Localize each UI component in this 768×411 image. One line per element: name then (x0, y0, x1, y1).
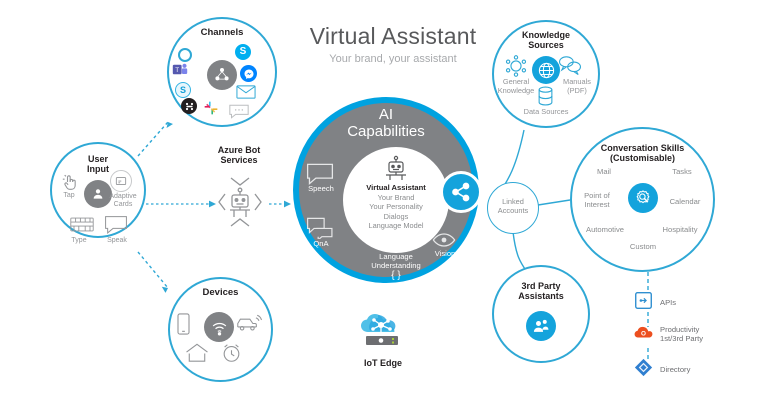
svg-text:T: T (175, 67, 179, 74)
virtual-assistant-inner-circle[interactable] (343, 147, 449, 253)
tap-label: Tap (63, 192, 75, 199)
conversation-skills-title: Conversation Skills (Customisable) (600, 143, 685, 164)
integration-row-directory[interactable]: Directory (634, 358, 690, 382)
directory-label: Directory (660, 365, 691, 375)
home-icon (185, 343, 209, 368)
point-of-interest-label: Point of Interest (584, 191, 610, 209)
adaptive-cards-icon (110, 170, 132, 192)
iot-edge-cloud-server-icon (356, 312, 408, 359)
skype-for-business-icon: S (175, 82, 191, 98)
mail-label: Mail (597, 167, 611, 176)
person-icon (84, 180, 112, 208)
tap-hand-icon (60, 172, 80, 197)
vision-label: Vision (434, 249, 456, 258)
tasks-label: Tasks (672, 167, 692, 176)
virtual-assistant-inner-text: Virtual Assistant Your Brand Your Person… (366, 183, 426, 231)
data-sources-label: Data Sources (523, 107, 569, 116)
people-group-icon (526, 311, 556, 341)
iot-edge-label: IoT Edge (364, 358, 402, 368)
page-subtitle: Your brand, your assistant (329, 53, 457, 65)
devices-title: Devices (202, 287, 239, 298)
chat-bubbles-icon (558, 55, 582, 80)
integration-row-apis[interactable]: APIs (634, 291, 676, 315)
microsoft-teams-icon: T (172, 62, 188, 82)
sms-icon (229, 104, 249, 124)
custom-label: Custom (629, 242, 657, 251)
language-understanding-label: Language Understanding { } (371, 252, 421, 282)
linked-accounts-bubble[interactable] (487, 182, 539, 234)
mobile-phone-icon (177, 313, 190, 340)
globe-icon (532, 56, 560, 84)
gear-search-icon (628, 183, 658, 213)
alarm-clock-icon (220, 342, 243, 369)
azure-active-directory-icon (634, 358, 653, 382)
speech-bubble-icon (104, 215, 128, 240)
skype-icon: S (235, 44, 251, 60)
speech-icon (306, 163, 334, 190)
qna-label: QnA (313, 239, 329, 248)
office-cloud-icon: O (634, 323, 653, 345)
third-party-assistants-title: 3rd Party Assistants (518, 281, 564, 302)
automotive-label: Automotive (586, 225, 624, 234)
database-icon (537, 86, 554, 111)
keyboard-icon (70, 216, 94, 238)
qna-icon (306, 217, 334, 244)
page-title: Virtual Assistant (309, 23, 477, 49)
slack-icon (203, 100, 219, 121)
svg-text:O: O (641, 330, 646, 337)
apis-label: APIs (660, 298, 677, 308)
cortana-icon (178, 48, 192, 62)
channels-title: Channels (200, 27, 244, 38)
type-label: Type (71, 237, 87, 244)
car-icon (236, 314, 263, 338)
email-icon (236, 85, 256, 104)
speech-label: Speech (308, 184, 334, 193)
share-nodes-icon[interactable] (440, 171, 482, 213)
general-knowledge-label: General Knowledge (497, 77, 535, 95)
wifi-signal-icon (204, 312, 234, 342)
robot-head-icon (381, 155, 411, 186)
webchat-icon (181, 98, 197, 114)
calendar-label: Calendar (669, 197, 701, 206)
speak-label: Speak (107, 237, 127, 244)
hospitality-label: Hospitality (662, 225, 698, 234)
channels-hub-icon (207, 60, 237, 90)
vision-eye-icon (432, 232, 456, 253)
facebook-messenger-icon (240, 65, 257, 82)
bot-robot-icon (216, 174, 264, 237)
gear-network-icon (505, 55, 527, 82)
manuals-label: Manuals (PDF) (563, 77, 591, 95)
api-icon (634, 291, 653, 315)
